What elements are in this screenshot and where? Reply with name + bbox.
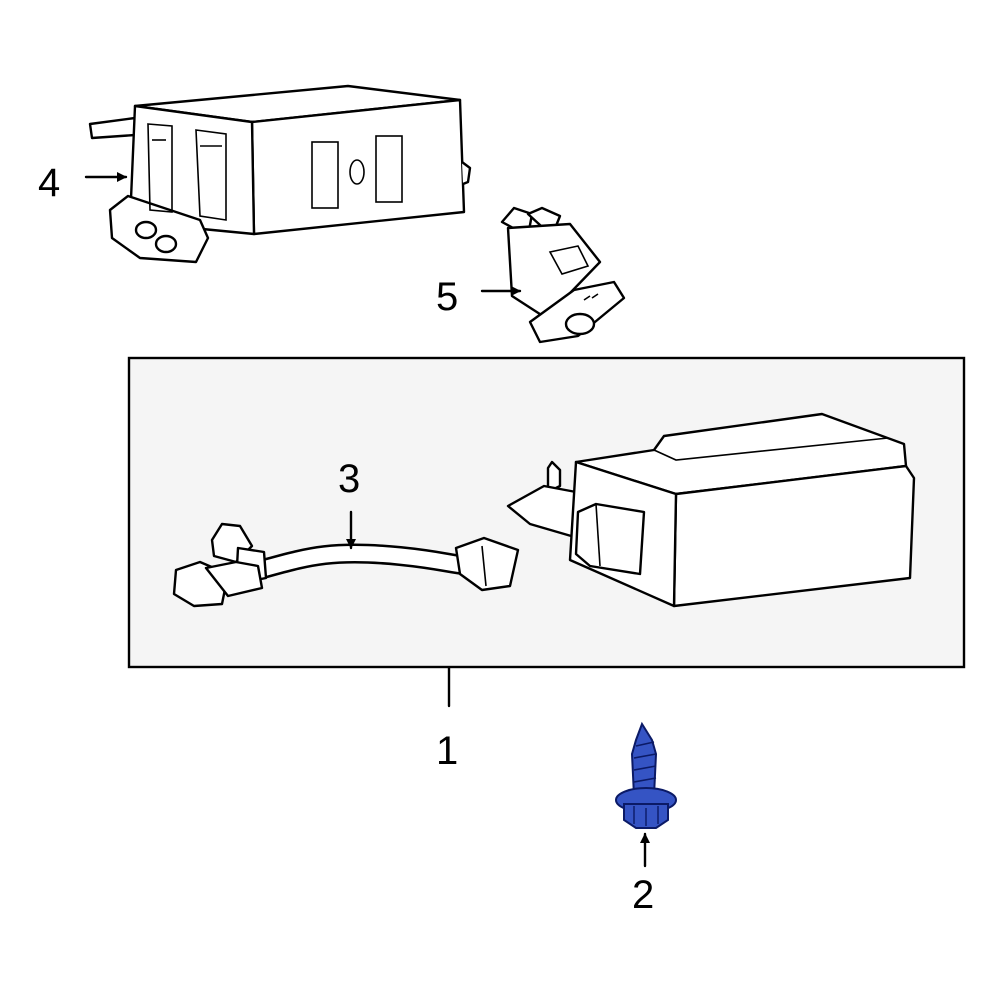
- part-5-sensor[interactable]: [500, 206, 626, 344]
- callout-5[interactable]: 5: [436, 275, 458, 319]
- part-2-bolt[interactable]: [615, 721, 677, 829]
- part-4-module[interactable]: [88, 84, 472, 264]
- callout-1[interactable]: 1: [436, 729, 458, 773]
- callout-2[interactable]: 2: [632, 873, 654, 917]
- callout-4[interactable]: 4: [38, 161, 60, 205]
- part-3-wire-harness[interactable]: [172, 522, 520, 608]
- callout-3[interactable]: 3: [338, 457, 360, 501]
- control-module[interactable]: [506, 412, 916, 608]
